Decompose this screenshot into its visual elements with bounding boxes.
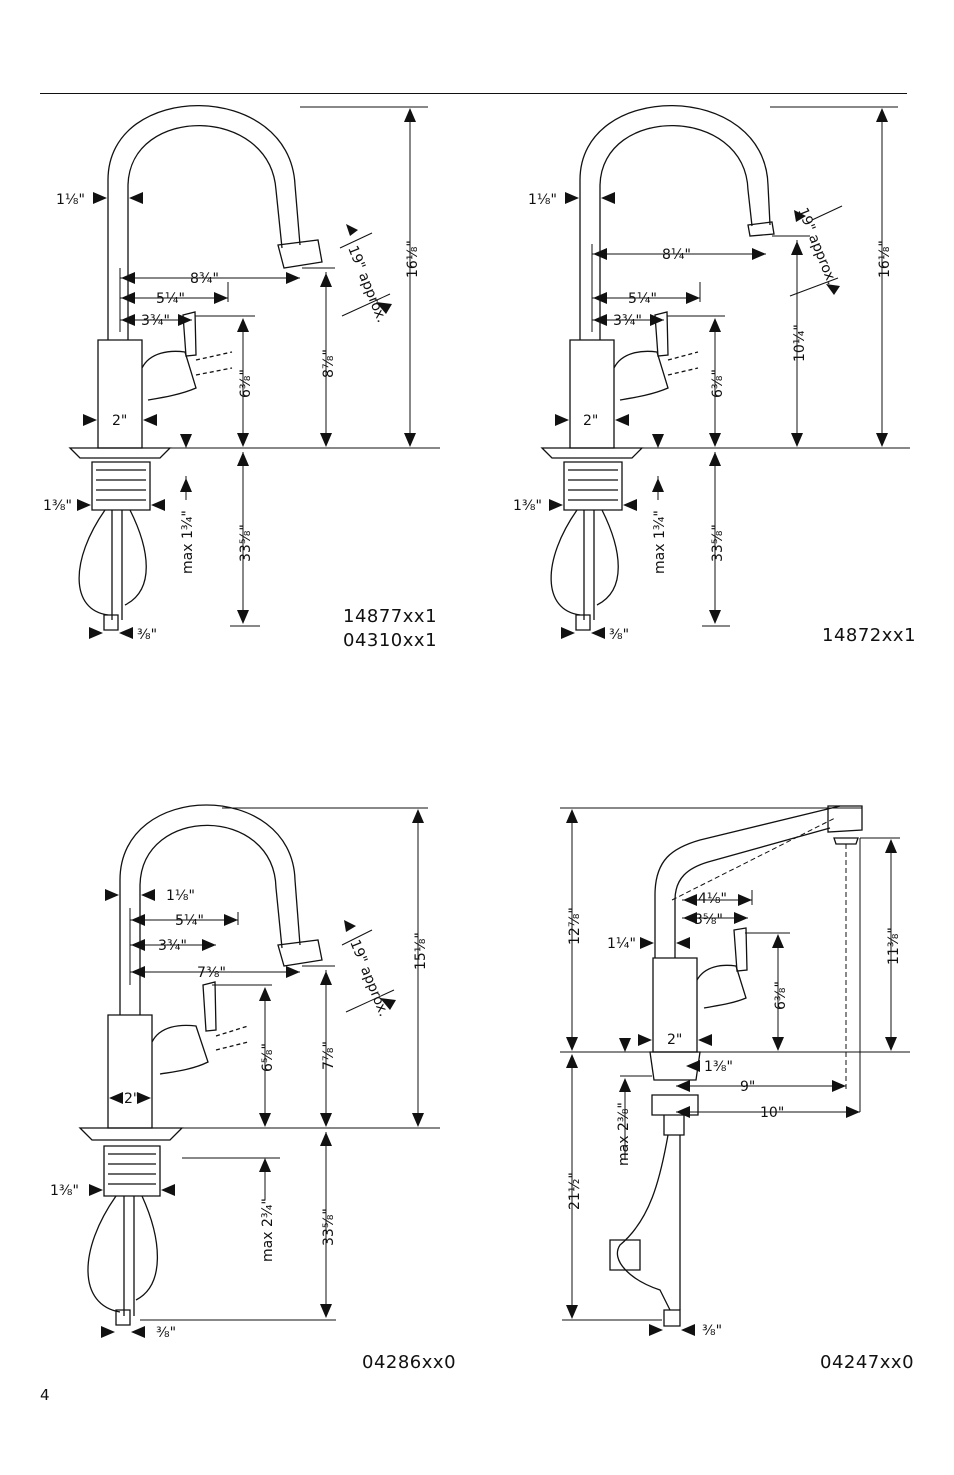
dim-body-diameter-2: 2" — [583, 413, 598, 429]
dim-total-height-3: 15⅛" — [413, 932, 429, 970]
dim-total-height-2: 16⅛" — [877, 240, 893, 278]
model-number: 14872xx1 — [822, 625, 917, 646]
dim-handle-reach-a-1: 5¼" — [156, 291, 185, 307]
dim-outlet-height-3: 7⅞" — [321, 1041, 337, 1070]
dim-reach-2: 8¼" — [662, 247, 691, 263]
dim-handle-reach-a-3: 5¼" — [175, 913, 204, 929]
dim-reach-3: 7⅜" — [197, 965, 226, 981]
dim-reach-a-4: 9" — [740, 1079, 755, 1095]
dim-max-deck-1: max 1¾" — [180, 510, 196, 574]
dim-spout-diameter-4: 1¼" — [607, 936, 636, 952]
model-number: 04310xx1 — [343, 630, 438, 651]
dim-shank-diameter-4: 1⅜" — [704, 1059, 733, 1075]
dim-handle-reach-b-4: 3⅝" — [694, 912, 723, 928]
dim-max-deck-2: max 1¾" — [652, 510, 668, 574]
dim-handle-height-3: 6⅝" — [260, 1043, 276, 1072]
model-number: 04286xx0 — [362, 1352, 457, 1373]
dim-total-height-1: 16⅛" — [405, 240, 421, 278]
dim-supply-diameter-4: ⅜" — [702, 1323, 722, 1339]
dim-supply-length-1: 33⅝" — [238, 524, 254, 562]
dim-body-diameter-3: 2" — [124, 1091, 139, 1107]
dim-shank-diameter-1: 1⅜" — [43, 498, 72, 514]
header-rule — [40, 93, 907, 94]
dim-supply-diameter-2: ⅜" — [609, 627, 629, 643]
dim-supply-length-3: 33⅝" — [321, 1208, 337, 1246]
dim-max-deck-4: max 2⅜" — [616, 1102, 632, 1166]
dim-supply-length-2: 33⅝" — [710, 524, 726, 562]
dim-spout-diameter-2: 1⅛" — [528, 192, 557, 208]
dim-body-diameter-1: 2" — [112, 413, 127, 429]
dim-total-height-4: 12⅞" — [567, 907, 583, 945]
dim-handle-height-1: 6⅜" — [238, 369, 254, 398]
dim-reach-1: 8¾" — [190, 271, 219, 287]
model-number: 04247xx0 — [820, 1352, 915, 1373]
dim-max-deck-3: max 2¾" — [260, 1198, 276, 1262]
dim-handle-height-2: 6⅜" — [710, 369, 726, 398]
dim-spout-diameter-3: 1⅛" — [166, 888, 195, 904]
dim-handle-height-4: 6⅜" — [773, 981, 789, 1010]
dim-outlet-height-1: 8⅞" — [321, 349, 337, 378]
page-number: 4 — [40, 1386, 50, 1404]
dim-handle-reach-b-1: 3¾" — [141, 313, 170, 329]
dim-outlet-height-4: 11⅜" — [886, 927, 902, 965]
dim-shank-diameter-3: 1⅜" — [50, 1183, 79, 1199]
dim-handle-reach-a-4: 4⅛" — [698, 891, 727, 907]
dim-supply-diameter-3: ⅜" — [156, 1325, 176, 1341]
dim-supply-length-4: 21½" — [567, 1172, 583, 1210]
model-number: 14877xx1 — [343, 606, 438, 627]
dim-handle-reach-b-2: 3¾" — [613, 313, 642, 329]
dim-supply-diameter-1: ⅜" — [137, 627, 157, 643]
dim-body-diameter-4: 2" — [667, 1032, 682, 1048]
dim-outlet-height-2: 10¼" — [792, 324, 808, 362]
dim-reach-b-4: 10" — [760, 1105, 784, 1121]
dim-shank-diameter-2: 1⅜" — [513, 498, 542, 514]
dim-handle-reach-b-3: 3¾" — [158, 938, 187, 954]
dim-handle-reach-a-2: 5¼" — [628, 291, 657, 307]
dim-spout-diameter-1: 1⅛" — [56, 192, 85, 208]
